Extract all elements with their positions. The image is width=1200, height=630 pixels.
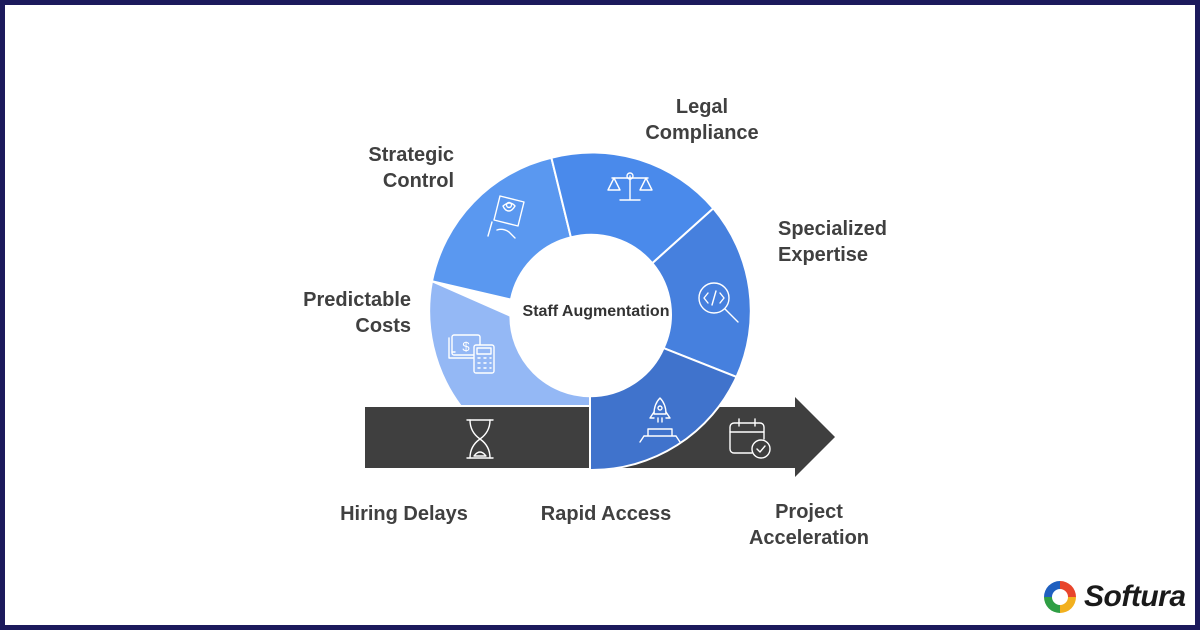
label-hiring-delays: Hiring Delays <box>330 501 478 527</box>
label-strategic-control: Strategic Control <box>350 142 454 194</box>
label-line: Compliance <box>645 122 759 144</box>
label-project-acceleration: Project Acceleration <box>740 499 878 551</box>
hourglass-icon <box>466 419 494 459</box>
flow-diagram: $ <box>365 151 835 477</box>
segment-predictable-costs <box>428 279 591 407</box>
segment-rapid-access <box>589 346 738 472</box>
canvas: $ <box>5 5 1195 625</box>
label-line: Costs <box>355 315 411 337</box>
label-line: Strategic <box>368 144 454 166</box>
brand-logo: Softura <box>1042 577 1186 617</box>
brand-name: Softura <box>1084 580 1186 613</box>
label-legal-compliance: Legal Compliance <box>637 94 767 146</box>
label-specialized-expertise: Specialized Expertise <box>778 216 908 268</box>
segment-legal-compliance <box>550 151 715 265</box>
label-line: Control <box>382 170 454 192</box>
cash-calculator-icon: $ <box>448 334 495 374</box>
scales-icon <box>607 172 653 201</box>
label-line: Expertise <box>778 244 869 266</box>
code-search-icon <box>698 282 739 323</box>
label-line: Project <box>775 501 843 523</box>
calendar-check-icon <box>729 418 771 459</box>
label-line: Acceleration <box>748 527 870 549</box>
svg-text:$: $ <box>462 339 470 354</box>
label-line: Predictable <box>303 289 411 311</box>
label-line: Legal <box>675 96 729 118</box>
label-line: Specialized <box>778 218 887 240</box>
label-predictable-costs: Predictable Costs <box>293 287 411 339</box>
label-line: Hiring Delays <box>340 503 468 525</box>
label-rapid-access: Rapid Access <box>532 501 680 527</box>
center-label: Staff Augmentation <box>522 303 670 320</box>
hand-card-icon <box>487 195 525 239</box>
softura-logo-icon <box>1044 581 1076 613</box>
rocket-icon <box>639 397 681 443</box>
label-line: Rapid Access <box>540 503 672 525</box>
segment-specialized-expertise <box>650 206 752 379</box>
